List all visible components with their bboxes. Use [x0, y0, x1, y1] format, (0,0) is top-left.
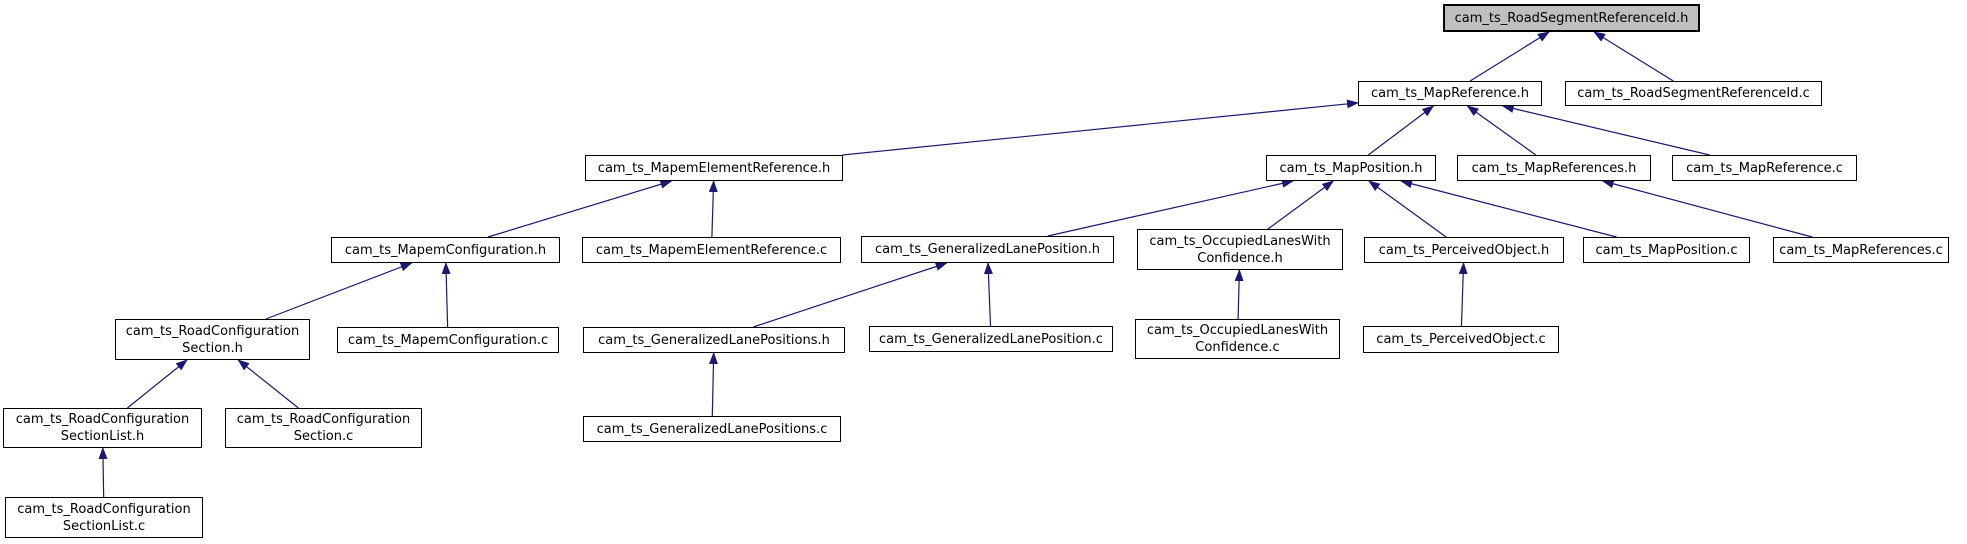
- graph-node-map-references-h[interactable]: cam_ts_MapReferences.h: [1457, 155, 1651, 181]
- graph-node-road-configuration-section-list-c[interactable]: cam_ts_RoadConfiguration SectionList.c: [5, 497, 203, 538]
- edge-road_segment_reference_id_c-to-road_segment_reference_id_h: [1593, 31, 1674, 82]
- graph-node-perceived-object-c[interactable]: cam_ts_PerceivedObject.c: [1363, 326, 1559, 353]
- edge-occupied_lanes_with_confidence_c-to-occupied_lanes_with_confidence_h: [1234, 269, 1244, 320]
- graph-node-map-position-c[interactable]: cam_ts_MapPosition.c: [1583, 237, 1750, 263]
- graph-node-mapem-element-reference-h[interactable]: cam_ts_MapemElementReference.h: [585, 155, 843, 181]
- edge-generalized_lane_position_c-to-generalized_lane_position_h: [983, 262, 993, 327]
- edge-perceived_object_h-to-map_position_h: [1368, 180, 1447, 238]
- graph-node-generalized-lane-positions-c[interactable]: cam_ts_GeneralizedLanePositions.c: [583, 416, 841, 442]
- graph-node-generalized-lane-position-h[interactable]: cam_ts_GeneralizedLanePosition.h: [861, 236, 1114, 263]
- graph-node-mapem-element-reference-c[interactable]: cam_ts_MapemElementReference.c: [582, 237, 841, 263]
- graph-node-occupied-lanes-with-confidence-c[interactable]: cam_ts_OccupiedLanesWith Confidence.c: [1135, 319, 1340, 359]
- graph-node-map-position-h[interactable]: cam_ts_MapPosition.h: [1266, 155, 1436, 181]
- graph-node-road-segment-reference-id-h[interactable]: cam_ts_RoadSegmentReferenceId.h: [1443, 4, 1700, 32]
- edge-map_position_c-to-map_position_h: [1400, 179, 1617, 238]
- edge-mapem_element_reference_h-to-map_reference_h: [842, 99, 1359, 156]
- edge-map_reference_h-to-road_segment_reference_id_h: [1469, 31, 1550, 82]
- edge-generalized_lane_positions_h-to-generalized_lane_position_h: [753, 262, 948, 328]
- edge-road_configuration_section_c-to-road_configuration_section_h: [237, 359, 299, 409]
- edge-road_configuration_section_list_c-to-road_configuration_section_list_h: [98, 447, 108, 498]
- edge-mapem_element_reference_c-to-mapem_element_reference_h: [708, 180, 718, 238]
- edge-generalized_lane_position_h-to-map_position_h: [1047, 179, 1294, 237]
- edge-map_position_h-to-map_reference_h: [1367, 105, 1435, 156]
- edge-mapem_configuration_c-to-mapem_configuration_h: [441, 262, 451, 328]
- edge-occupied_lanes_with_confidence_h-to-map_position_h: [1267, 180, 1335, 230]
- graph-node-road-configuration-section-h[interactable]: cam_ts_RoadConfiguration Section.h: [115, 319, 310, 360]
- graph-node-occupied-lanes-with-confidence-h[interactable]: cam_ts_OccupiedLanesWith Confidence.h: [1137, 229, 1343, 270]
- graph-node-perceived-object-h[interactable]: cam_ts_PerceivedObject.h: [1364, 237, 1564, 263]
- graph-node-road-configuration-section-c[interactable]: cam_ts_RoadConfiguration Section.c: [225, 408, 422, 448]
- graph-node-mapem-configuration-h[interactable]: cam_ts_MapemConfiguration.h: [331, 237, 560, 263]
- edge-map_references_h-to-map_reference_h: [1466, 105, 1537, 156]
- edge-generalized_lane_positions_c-to-generalized_lane_positions_h: [708, 352, 718, 417]
- edge-mapem_configuration_h-to-mapem_element_reference_h: [487, 179, 673, 238]
- graph-node-generalized-lane-positions-h[interactable]: cam_ts_GeneralizedLanePositions.h: [583, 327, 845, 353]
- edge-road_configuration_section_h-to-mapem_configuration_h: [265, 262, 413, 320]
- edge-map_reference_c-to-map_reference_h: [1501, 104, 1710, 156]
- graph-node-map-reference-c[interactable]: cam_ts_MapReference.c: [1672, 155, 1857, 181]
- graph-node-generalized-lane-position-c[interactable]: cam_ts_GeneralizedLanePosition.c: [869, 326, 1113, 352]
- edge-perceived_object_c-to-perceived_object_h: [1458, 262, 1468, 327]
- graph-node-road-configuration-section-list-h[interactable]: cam_ts_RoadConfiguration SectionList.h: [3, 408, 202, 448]
- edge-road_configuration_section_list_h-to-road_configuration_section_h: [126, 359, 188, 409]
- graph-node-map-references-c[interactable]: cam_ts_MapReferences.c: [1773, 237, 1949, 263]
- graph-node-mapem-configuration-c[interactable]: cam_ts_MapemConfiguration.c: [337, 327, 559, 353]
- graph-node-road-segment-reference-id-c[interactable]: cam_ts_RoadSegmentReferenceId.c: [1565, 81, 1822, 106]
- graph-node-map-reference-h[interactable]: cam_ts_MapReference.h: [1358, 81, 1542, 106]
- edge-map_references_c-to-map_references_h: [1601, 179, 1813, 238]
